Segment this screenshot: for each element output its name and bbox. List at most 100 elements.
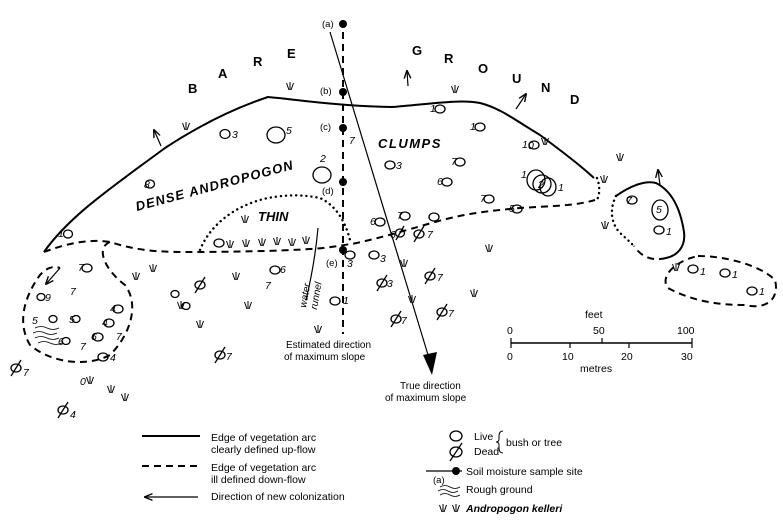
upflow-edge-line bbox=[43, 95, 595, 253]
svg-text:100: 100 bbox=[677, 325, 695, 337]
svg-text:7: 7 bbox=[480, 193, 487, 205]
legend: Edge of vegetation arc clearly defined u… bbox=[142, 430, 583, 515]
svg-text:metres: metres bbox=[580, 363, 612, 375]
estimated-direction-label-1: Estimated direction bbox=[286, 340, 371, 351]
bare-letter-a: A bbox=[218, 66, 228, 81]
dead-bushes bbox=[10, 225, 448, 419]
svg-text:1: 1 bbox=[470, 121, 476, 133]
right-island-downflow-edge bbox=[633, 245, 667, 261]
svg-text:7: 7 bbox=[265, 280, 272, 292]
svg-text:5: 5 bbox=[509, 203, 515, 215]
water-runnel-line bbox=[305, 227, 319, 301]
svg-text:0: 0 bbox=[528, 140, 534, 152]
svg-text:1: 1 bbox=[759, 286, 765, 298]
svg-text:10: 10 bbox=[562, 351, 574, 363]
svg-text:3: 3 bbox=[380, 253, 386, 265]
colonization-arrows bbox=[46, 71, 660, 284]
bush-count-labels: 3 5 2 7 1 1 1 0 1 2 1 3 8 7 6 7 5 7 6 6 … bbox=[23, 103, 765, 421]
svg-text:3: 3 bbox=[347, 258, 353, 270]
svg-text:1: 1 bbox=[430, 103, 436, 115]
bare-letter-e: E bbox=[287, 46, 296, 61]
svg-text:3: 3 bbox=[232, 129, 238, 141]
svg-text:0: 0 bbox=[507, 325, 513, 337]
svg-text:7: 7 bbox=[448, 308, 455, 320]
svg-text:7: 7 bbox=[437, 272, 444, 284]
svg-text:5: 5 bbox=[69, 314, 75, 326]
svg-text:Dead: Dead bbox=[474, 446, 499, 458]
svg-text:1: 1 bbox=[58, 228, 64, 240]
svg-text:1: 1 bbox=[558, 182, 564, 194]
svg-text:7: 7 bbox=[70, 286, 77, 298]
svg-text:6: 6 bbox=[390, 229, 396, 241]
live-bushes bbox=[36, 104, 758, 362]
svg-text:1: 1 bbox=[522, 139, 528, 151]
svg-text:4: 4 bbox=[110, 352, 116, 364]
ground-letter-g: G bbox=[412, 43, 422, 58]
ground-letter-o: O bbox=[478, 61, 488, 76]
svg-text:7: 7 bbox=[401, 315, 408, 327]
svg-text:7: 7 bbox=[23, 367, 30, 379]
svg-text:6: 6 bbox=[91, 331, 97, 343]
left-lobe-downflow-edge bbox=[22, 241, 134, 363]
site-label-c: (c) bbox=[320, 122, 331, 133]
svg-text:30: 30 bbox=[681, 351, 693, 363]
svg-text:2: 2 bbox=[537, 179, 544, 191]
svg-text:7: 7 bbox=[451, 156, 458, 168]
bare-letter-r: R bbox=[253, 54, 263, 69]
scale-bar: feet 0 50 100 0 10 20 30 metres bbox=[507, 309, 695, 375]
svg-text:ill defined down-flow: ill defined down-flow bbox=[211, 474, 306, 486]
ground-letter-r: R bbox=[444, 51, 454, 66]
right-island-dotted-edge bbox=[610, 194, 636, 248]
true-slope-arrow bbox=[329, 31, 433, 369]
svg-text:7: 7 bbox=[349, 135, 356, 147]
true-direction-label-2: of maximum slope bbox=[385, 393, 467, 404]
far-right-island-edge bbox=[664, 255, 777, 308]
svg-text:runnel: runnel bbox=[309, 280, 325, 310]
svg-text:1: 1 bbox=[732, 269, 738, 281]
svg-text:20: 20 bbox=[621, 351, 633, 363]
svg-text:Rough ground: Rough ground bbox=[466, 484, 533, 496]
ground-letter-n: N bbox=[541, 80, 550, 95]
svg-text:7: 7 bbox=[116, 331, 123, 343]
ground-letter-d: D bbox=[570, 92, 579, 107]
site-label-a: (a) bbox=[322, 19, 334, 30]
site-label-e: (e) bbox=[326, 258, 338, 269]
svg-text:clearly defined up-flow: clearly defined up-flow bbox=[211, 444, 316, 456]
svg-text:5: 5 bbox=[286, 125, 292, 137]
svg-text:4: 4 bbox=[102, 317, 108, 329]
true-slope-arrow-head bbox=[423, 352, 437, 375]
svg-text:6: 6 bbox=[437, 176, 443, 188]
svg-text:1: 1 bbox=[666, 226, 672, 238]
svg-text:Live: Live bbox=[474, 431, 493, 443]
estimated-direction-label-2: of maximum slope bbox=[284, 352, 366, 363]
svg-text:8: 8 bbox=[144, 179, 150, 191]
svg-text:6: 6 bbox=[58, 336, 64, 348]
sample-site-markers bbox=[339, 20, 347, 254]
svg-text:7: 7 bbox=[80, 341, 87, 353]
thin-area-boundary bbox=[198, 194, 352, 252]
true-direction-label-1: True direction bbox=[400, 381, 461, 392]
svg-text:7: 7 bbox=[226, 351, 233, 363]
svg-text:3: 3 bbox=[396, 160, 402, 172]
svg-text:Andropogon kelleri: Andropogon kelleri bbox=[465, 503, 563, 515]
svg-text:1: 1 bbox=[700, 266, 706, 278]
ground-letter-u: U bbox=[512, 71, 521, 86]
svg-text:2: 2 bbox=[319, 153, 326, 165]
thin-label: THIN bbox=[258, 209, 289, 224]
svg-text:(a): (a) bbox=[433, 475, 445, 486]
svg-text:6: 6 bbox=[370, 216, 376, 228]
svg-text:7: 7 bbox=[427, 229, 434, 241]
svg-text:0: 0 bbox=[80, 376, 86, 388]
clumps-boundary bbox=[595, 176, 601, 202]
svg-text:6: 6 bbox=[280, 264, 286, 276]
svg-text:50: 50 bbox=[593, 325, 605, 337]
downflow-edge-line bbox=[43, 199, 596, 254]
svg-text:Edge of vegetation arc: Edge of vegetation arc bbox=[211, 432, 316, 444]
svg-text:9: 9 bbox=[45, 292, 51, 304]
svg-text:5: 5 bbox=[32, 315, 38, 327]
site-label-b: (b) bbox=[320, 86, 332, 97]
svg-text:7: 7 bbox=[78, 262, 85, 274]
water-runnel-label: water runnel bbox=[298, 280, 325, 310]
bare-letter-b: B bbox=[188, 81, 197, 96]
